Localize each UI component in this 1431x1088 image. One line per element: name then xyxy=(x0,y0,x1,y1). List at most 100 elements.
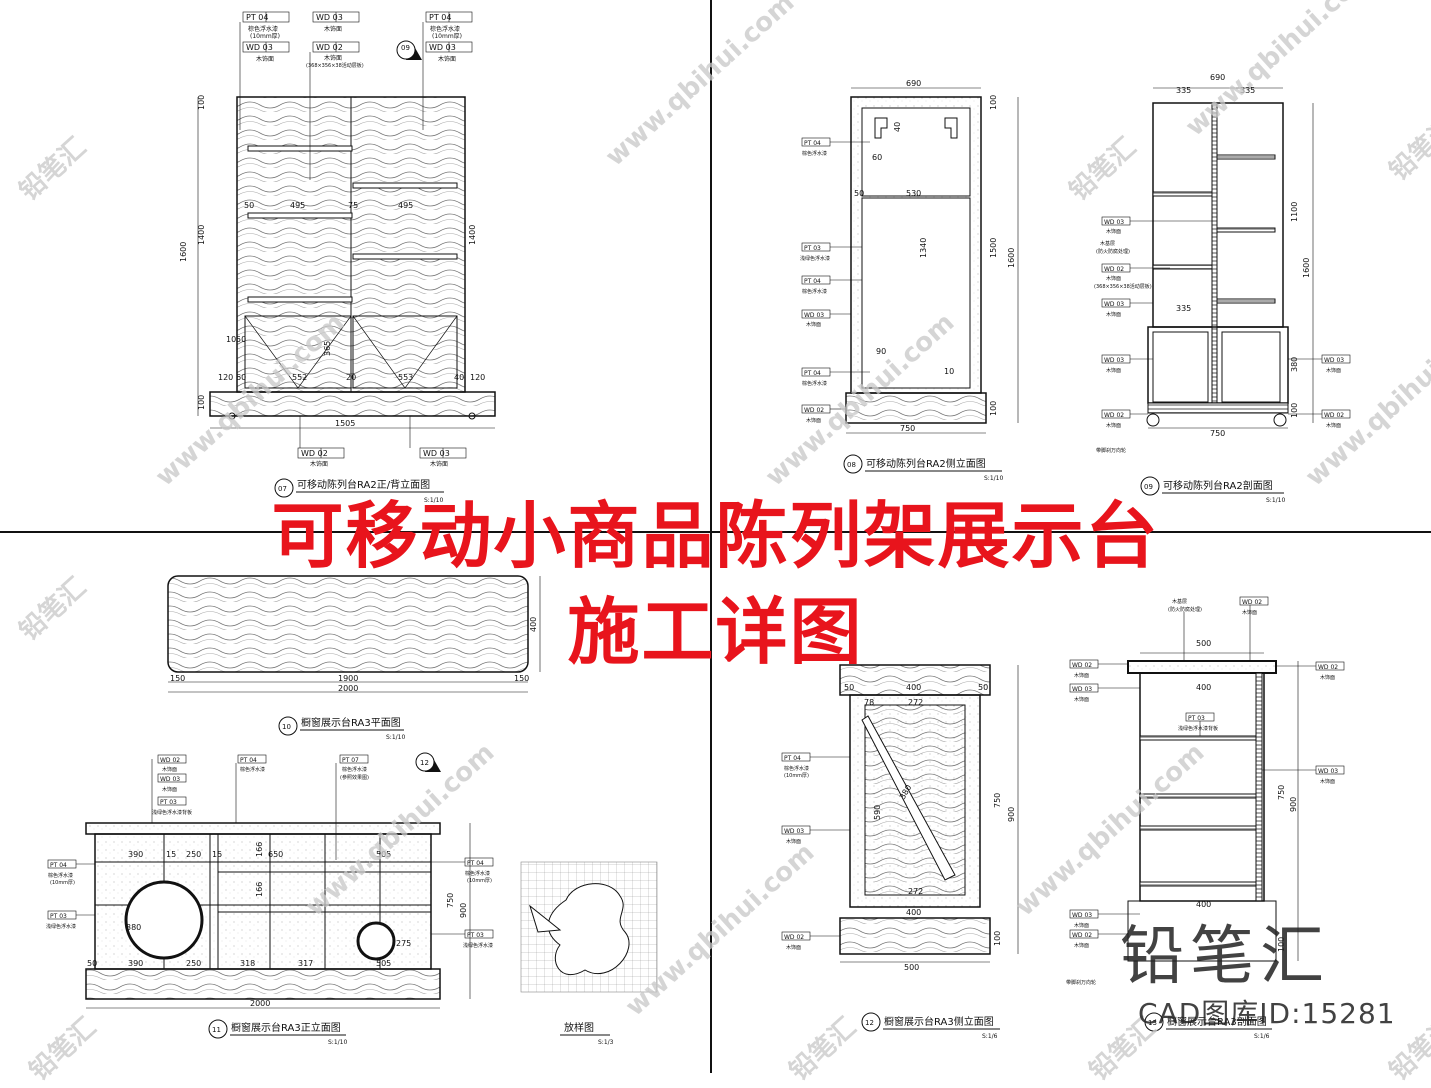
tag-07-wd03-bottom: WD 03 xyxy=(423,449,450,458)
dim-09-height3: 380 xyxy=(1290,357,1299,372)
tag-09-shelf-note: (368×356×38活动层板) xyxy=(1094,283,1152,290)
tag-08-wd03-desc: 木饰面 xyxy=(806,321,821,328)
tag-08-pt04b: PT 04 xyxy=(804,278,821,285)
tag-09-wd03b-desc: 木饰面 xyxy=(1106,311,1121,318)
dim-09-bot: 100 xyxy=(1290,403,1299,418)
tag-07-wd03-desc: 木饰面 xyxy=(256,55,274,63)
tag-09-wd03c: WD 03 xyxy=(1104,357,1124,364)
dim-12-height2: 750 xyxy=(993,793,1002,808)
dim-07-height2-r: 1400 xyxy=(468,225,477,245)
tag-11-pt04-left-desc: 棕色浮水漆 xyxy=(48,872,73,879)
tag-08-pt04c: PT 04 xyxy=(804,370,821,377)
tag-13-wd03-right-desc: 木饰面 xyxy=(1320,778,1335,785)
drawing-12-number: 12 xyxy=(865,1019,874,1027)
tag-09-wd02r-desc: 木饰面 xyxy=(1326,422,1341,429)
tag-12-wd03-desc: 木饰面 xyxy=(786,838,801,845)
tag-07-wd03r-desc: 木饰面 xyxy=(438,55,456,63)
dim-07-365: 365 xyxy=(323,341,332,356)
tag-11-pt04-right-desc: 棕色浮水漆 xyxy=(465,870,490,877)
tag-09-wd03-desc: 木饰面 xyxy=(1106,228,1121,235)
tag-09-wd03b: WD 03 xyxy=(1104,301,1124,308)
tag-09-wd02-desc: 木饰面 xyxy=(1106,275,1121,282)
tag-12-wd02: WD 02 xyxy=(784,934,804,941)
tag-07-pt04r-note: (10mm厚) xyxy=(432,33,462,40)
drawing-07-number: 07 xyxy=(278,485,287,493)
drawing-template-title: 放样图 xyxy=(564,1021,594,1034)
tag-13-wd02-right-desc: 木饰面 xyxy=(1320,674,1335,681)
tag-11-wd02: WD 02 xyxy=(160,757,180,764)
dim-07-c1: 495 xyxy=(290,201,305,210)
tag-11-pt07-desc: 棕色浮水漆 xyxy=(342,766,367,773)
dim-08-90: 90 xyxy=(876,347,886,356)
tag-09-wd03: WD 03 xyxy=(1104,219,1124,226)
tag-07-pt04-note: (10mm厚) xyxy=(250,33,280,40)
drawing-12-title: 橱窗展示台RA3侧立面图 xyxy=(884,1015,994,1028)
dim-11-250b: 250 xyxy=(186,959,201,968)
dim-12-width2b: 400 xyxy=(906,908,921,917)
drawing-10-scale: S:1/10 xyxy=(386,734,405,741)
dim-12-78: 78 xyxy=(864,698,874,707)
tag-12-pt04: PT 04 xyxy=(784,755,801,762)
tag-13-wd02-desc: 木饰面 xyxy=(1074,672,1089,679)
tag-07-wd02-bottom: WD 02 xyxy=(301,449,328,458)
dim-08-height: 1600 xyxy=(1007,248,1016,268)
tag-11-wd03-desc: 木饰面 xyxy=(162,786,177,793)
dim-12-a: 272 xyxy=(908,698,923,707)
tag-07-wd03-bottom-desc: 木饰面 xyxy=(430,460,448,468)
dim-09-height: 1600 xyxy=(1302,258,1311,278)
dim-11-166a: 166 xyxy=(255,842,264,857)
dim-11-390b: 390 xyxy=(128,959,143,968)
drawing-10-plan: 1900 2000 150 150 400 10 橱窗展示台RA3平面图 S:1… xyxy=(167,575,541,741)
tag-09-wd03r-desc: 木饰面 xyxy=(1326,367,1341,374)
tag-11-pt04-right: PT 04 xyxy=(467,860,484,867)
tag-12-wd03: WD 03 xyxy=(784,828,804,835)
drawing-13-title: 橱窗展示台RA3剖面图 xyxy=(1167,1015,1267,1028)
tag-13-base-note2: (防火防腐处理) xyxy=(1168,606,1202,613)
tag-11-wd03: WD 03 xyxy=(160,776,180,783)
dim-11-650: 650 xyxy=(268,850,283,859)
dim-10-s150-l: 150 xyxy=(170,674,185,683)
dim-10-height: 400 xyxy=(529,617,538,632)
drawing-08-side-elevation: 690 530 750 1600 1500 1340 100 100 50 60… xyxy=(800,79,1019,482)
dim-07-60: 60 xyxy=(236,373,246,382)
tag-13-wd02-low-desc: 木饰面 xyxy=(1074,942,1089,949)
tag-09-wd02: WD 02 xyxy=(1104,266,1124,273)
drawing-09-title: 可移动陈列台RA2剖面图 xyxy=(1163,479,1273,492)
dim-11-50: 50 xyxy=(87,959,97,968)
tag-08-pt04-desc: 棕色浮水漆 xyxy=(802,150,827,157)
tag-11-pt04-right-note: (10mm厚) xyxy=(467,878,492,884)
drawing-13-number: 13 xyxy=(1148,1019,1157,1027)
drawing-07-front-elevation: 1505 1600 1400 1400 100 100 495 75 495 5… xyxy=(179,11,496,504)
dim-12-50r: 50 xyxy=(978,683,988,692)
dim-07-s50: 50 xyxy=(244,201,254,210)
tag-09-wd03r: WD 03 xyxy=(1324,357,1344,364)
section-marker-09: 09 xyxy=(401,44,410,52)
tag-11-pt04-desc: 棕色浮水漆 xyxy=(240,766,265,773)
dim-11-15a: 15 xyxy=(166,850,176,859)
tag-11-pt04-left-note: (10mm厚) xyxy=(50,880,75,886)
dim-08-10: 10 xyxy=(944,367,954,376)
dim-07-10: 10 xyxy=(226,335,236,344)
tag-13-wd02-low: WD 02 xyxy=(1072,932,1092,939)
dim-07-l: 552 xyxy=(292,373,307,382)
dim-07-height: 1600 xyxy=(179,242,188,262)
dim-08-base: 750 xyxy=(900,424,915,433)
tag-13-wheel: 带脚刹万向轮 xyxy=(1066,979,1096,986)
drawing-09-number: 09 xyxy=(1144,483,1153,491)
dim-10-s150-r: 150 xyxy=(514,674,529,683)
drawing-11-number: 11 xyxy=(212,1026,221,1034)
dim-11-166b: 166 xyxy=(255,882,264,897)
drawing-08-title: 可移动陈列台RA2侧立面图 xyxy=(866,457,986,470)
drawing-12-scale: S:1/6 xyxy=(982,1033,998,1040)
dim-12-height: 900 xyxy=(1007,807,1016,822)
tag-08-pt04b-desc: 棕色浮水漆 xyxy=(802,288,827,295)
dim-13-width: 500 xyxy=(1196,639,1211,648)
tag-13-wd03-low: WD 03 xyxy=(1072,912,1092,919)
tag-12-pt04-note: (10mm厚) xyxy=(784,773,809,779)
dim-13-width2b: 400 xyxy=(1196,900,1211,909)
drawing-template-pattern: 放样图 S:1/3 xyxy=(520,861,658,1046)
tag-11-pt03-right-desc: 浅绿色浮水漆 xyxy=(463,942,493,949)
dim-07-50: 50 xyxy=(236,335,246,344)
dim-07-width: 1505 xyxy=(335,419,355,428)
tag-07-pt04-desc: 棕色浮水漆 xyxy=(248,25,278,33)
